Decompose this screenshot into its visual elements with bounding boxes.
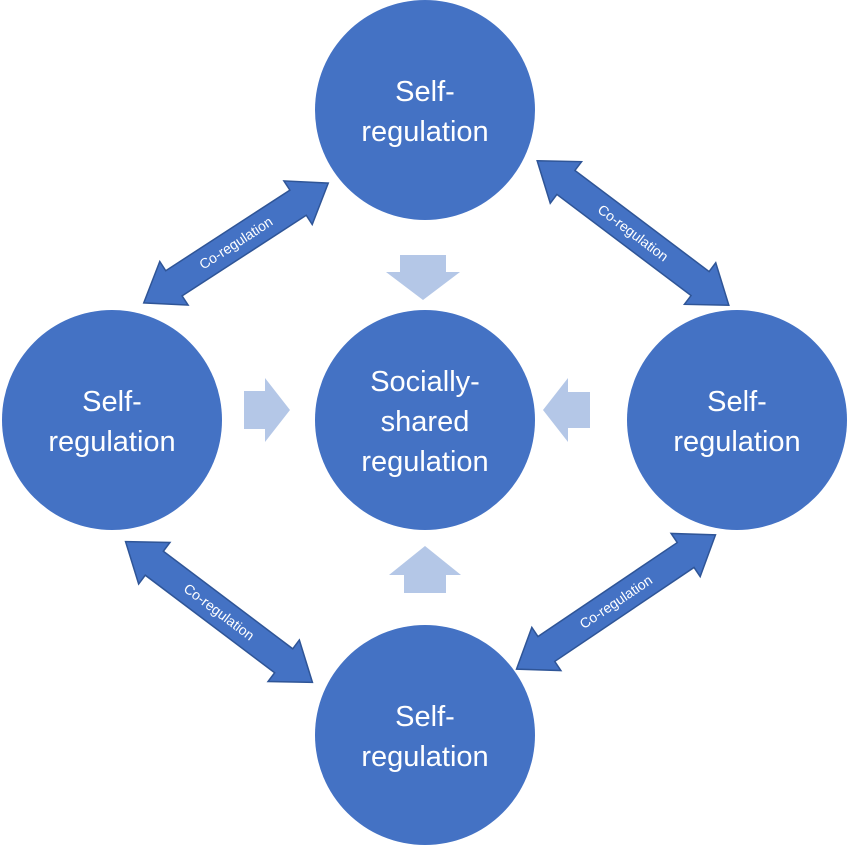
inward-arrow-left (543, 378, 590, 442)
node-label-line2: shared (381, 406, 470, 438)
node-circle (2, 310, 222, 530)
connector-bottom-left: Co-regulation (124, 540, 314, 684)
node-circle (315, 310, 535, 530)
inward-arrow-right (244, 378, 290, 442)
connector-top-right: Co-regulation (536, 160, 730, 306)
node-right: Self- regulation (627, 310, 847, 530)
node-center: Socially- shared regulation (315, 310, 535, 530)
double-arrow-shape (536, 160, 730, 306)
double-arrow-shape (515, 532, 717, 672)
inward-arrow-down (386, 255, 460, 300)
node-label-line1: Socially- (370, 366, 480, 398)
connector-bottom-right: Co-regulation (515, 532, 717, 672)
double-arrow-shape (124, 540, 314, 684)
node-label-line1: Self- (395, 76, 455, 108)
node-label-line2: regulation (361, 116, 488, 148)
node-label-line2: regulation (673, 426, 800, 458)
node-label-line1: Self- (395, 701, 455, 733)
connector-top-left: Co-regulation (142, 180, 330, 306)
node-label-line3: regulation (361, 446, 488, 478)
node-top: Self- regulation (315, 0, 535, 220)
node-left: Self- regulation (2, 310, 222, 530)
double-arrow-shape (142, 180, 330, 306)
node-circle (315, 0, 535, 220)
node-label-line1: Self- (82, 386, 142, 418)
node-circle (627, 310, 847, 530)
node-label-line2: regulation (361, 741, 488, 773)
node-label-line1: Self- (707, 386, 767, 418)
node-circle (315, 625, 535, 845)
connector-label: Co-regulation (181, 580, 258, 643)
inward-arrow-up (389, 546, 461, 593)
connector-label: Co-regulation (595, 201, 672, 264)
node-bottom: Self- regulation (315, 625, 535, 845)
node-label-line2: regulation (48, 426, 175, 458)
